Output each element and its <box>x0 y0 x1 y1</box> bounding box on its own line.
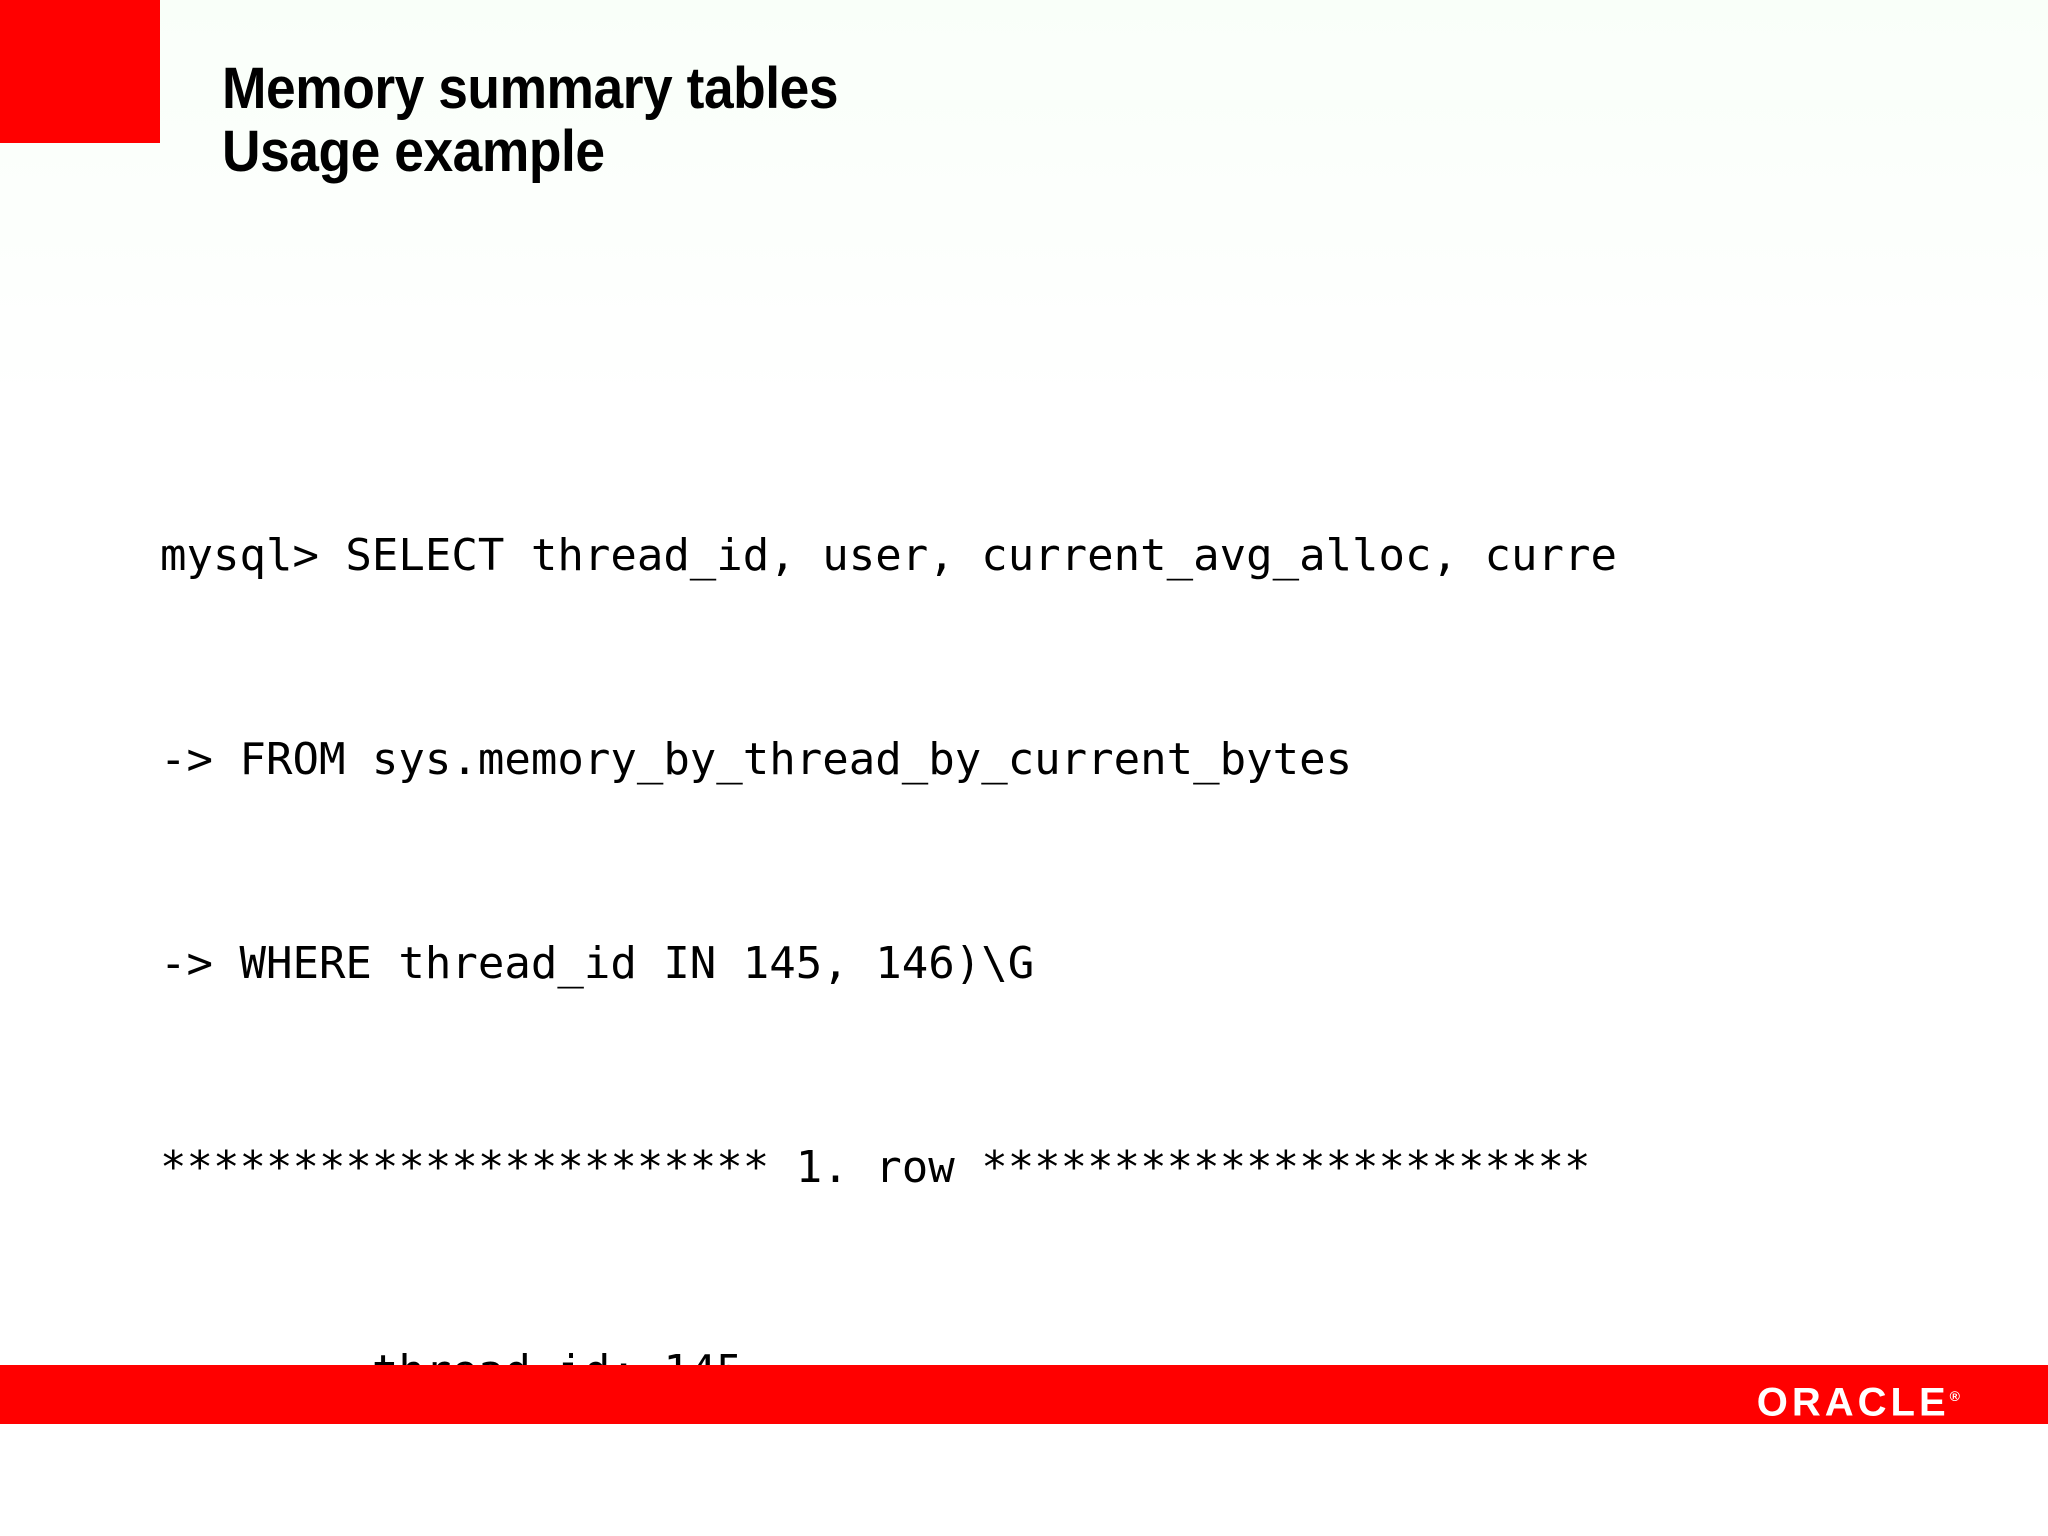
title-line-primary: Memory summary tables <box>222 56 839 121</box>
footer-bar <box>0 1365 2048 1424</box>
brand-corner-block <box>0 0 160 143</box>
console-line-query-from: -> FROM sys.memory_by_thread_by_current_… <box>160 734 1353 785</box>
page-title: Memory summary tables Usage example <box>222 56 892 184</box>
registered-trademark-icon: ® <box>1949 1388 1960 1404</box>
oracle-logo: ORACLE® <box>1757 1376 1960 1422</box>
console-line-row-separator-1: *********************** 1. row *********… <box>160 1142 1591 1193</box>
title-line-secondary: Usage example <box>222 118 605 184</box>
mysql-console-output: mysql> SELECT thread_id, user, current_a… <box>160 386 2048 1536</box>
console-line-query-select: mysql> SELECT thread_id, user, current_a… <box>160 530 1617 581</box>
console-line-query-where: -> WHERE thread_id IN 145, 146)\G <box>160 938 1035 989</box>
oracle-wordmark: ORACLE <box>1756 1380 1950 1425</box>
